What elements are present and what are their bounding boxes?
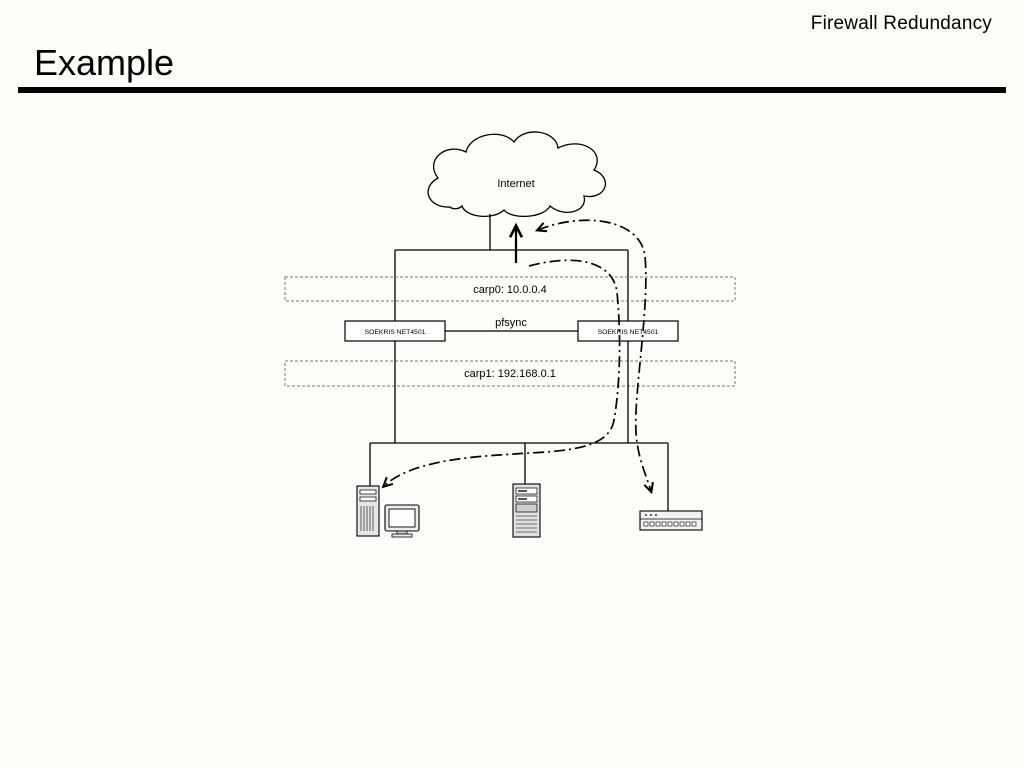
firewall-right: SOEKRIS NET4501: [577, 320, 679, 342]
carp1-zone: [284, 360, 736, 387]
carp0-zone: [284, 276, 736, 302]
server-icon: [512, 483, 541, 538]
workstation-icon: [356, 485, 420, 538]
firewall-right-label: SOEKRIS NET4501: [598, 329, 659, 336]
switch-icon: [639, 510, 703, 531]
carp1-label: carp1: 192.168.0.1: [464, 368, 556, 380]
slide-title: Firewall Redundancy: [810, 13, 992, 34]
flow-arrow-to-workstation: [381, 259, 621, 489]
page-title: Example: [34, 42, 175, 83]
firewall-left: SOEKRIS NET4501: [344, 320, 446, 342]
carp0-label: carp0: 10.0.0.4: [473, 284, 546, 296]
flow-arrow-to-switch: [534, 219, 654, 495]
firewall-left-label: SOEKRIS NET4501: [365, 329, 426, 336]
uplink-lines: [394, 214, 629, 321]
title-rule: [18, 87, 1006, 93]
internet-cloud: [427, 131, 606, 217]
internet-label: Internet: [497, 178, 534, 190]
pfsync-label: pfsync: [495, 317, 527, 329]
